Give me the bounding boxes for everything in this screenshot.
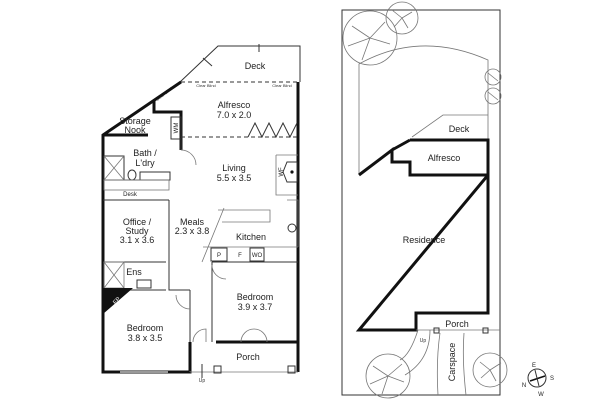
compass-s: S	[550, 376, 554, 382]
wf-label: WF	[279, 167, 285, 177]
bath-label-2: L'dry	[135, 158, 155, 168]
alfresco-label: Alfresco	[218, 100, 251, 110]
wall-oven	[249, 247, 265, 262]
compass-icon: E S N W	[522, 363, 554, 398]
wood-fire-dot	[290, 170, 294, 174]
office-size: 3.1 x 3.6	[120, 235, 155, 245]
site-boundary	[341, 9, 501, 396]
residence-label: Residence	[403, 235, 446, 245]
front-path	[399, 329, 431, 376]
wood-fire-icon	[282, 161, 298, 183]
compass-e: E	[532, 363, 536, 369]
living-label: Living	[222, 163, 246, 173]
floor-plan: Deck Clear Blind Clear Blind Clear Blind…	[101, 44, 301, 384]
carspace-label: Carspace	[447, 343, 457, 382]
porch-post	[482, 327, 489, 334]
kitchen-bench	[201, 199, 299, 263]
desk	[103, 179, 170, 191]
bifold-doors	[247, 121, 298, 139]
desk-label: Desk	[123, 192, 138, 198]
porch-post	[287, 365, 296, 374]
bedroom2-size: 3.8 x 3.5	[128, 333, 163, 343]
pantry-label: P	[217, 253, 221, 259]
deck-outline	[179, 45, 301, 83]
porch-label: Porch	[236, 352, 260, 362]
deck-outline	[411, 114, 488, 138]
meals-size: 2.3 x 3.8	[175, 226, 210, 236]
ens-shower-cross	[103, 261, 125, 289]
office-label: Office /	[123, 217, 152, 227]
deck-stair-mark	[202, 57, 213, 67]
shower-cross	[103, 155, 125, 181]
fireplace	[103, 288, 133, 314]
wo-label: WO	[252, 253, 263, 259]
alfresco-size: 7.0 x 2.0	[217, 110, 252, 120]
fp-label: FP	[112, 296, 122, 306]
porch-outline	[189, 371, 298, 373]
bedroom2-label: Bedroom	[127, 323, 164, 333]
laundry-tub	[139, 171, 171, 181]
site-up-label: Up	[420, 338, 427, 344]
storage-label-2: Nook	[124, 125, 146, 135]
up-label: Up	[199, 378, 206, 384]
residence-outline	[355, 138, 490, 332]
porch-door-swing	[192, 328, 207, 343]
fridge-label: F	[238, 253, 242, 259]
washing-machine	[170, 116, 182, 140]
site-alfresco-label: Alfresco	[428, 153, 461, 163]
lawn-path	[358, 45, 489, 313]
bath-door-swing	[180, 149, 197, 166]
bedroom1-size: 3.9 x 3.7	[238, 302, 273, 312]
pantry	[210, 247, 228, 262]
living-size: 5.5 x 3.5	[217, 173, 252, 183]
clear-blind-label-left: Clear Blind	[196, 83, 216, 88]
storage-label: Storage	[119, 116, 151, 126]
bedroom1-door-swing	[211, 264, 268, 343]
ens-label: Ens	[126, 267, 142, 277]
compass-w: W	[538, 392, 544, 398]
bedroom1-label: Bedroom	[237, 292, 274, 302]
meals-label: Meals	[180, 217, 205, 227]
wm-label: WM	[174, 123, 180, 134]
sink-icon	[287, 223, 297, 233]
driveway	[436, 332, 467, 396]
wood-fire-surround	[275, 154, 298, 196]
ens-vanity	[136, 279, 152, 289]
deck-label: Deck	[245, 61, 266, 71]
clear-blind-label-right: Clear Blind	[272, 83, 292, 88]
compass-n: N	[522, 383, 526, 389]
kitchen-island	[218, 209, 271, 223]
toilet-icon	[127, 169, 137, 181]
site-porch-label: Porch	[445, 319, 469, 329]
bedroom2-door-swing	[175, 294, 191, 310]
porch-post	[433, 327, 440, 334]
office-label-2: Study	[125, 226, 149, 236]
kitchen-label: Kitchen	[236, 232, 266, 242]
bath-label: Bath /	[133, 148, 157, 158]
site-deck-label: Deck	[449, 124, 470, 134]
site-plan: Deck Alfresco Residence Porch Up Carspac…	[341, 1, 554, 399]
porch-post	[213, 365, 222, 374]
tree-icon	[342, 1, 508, 399]
